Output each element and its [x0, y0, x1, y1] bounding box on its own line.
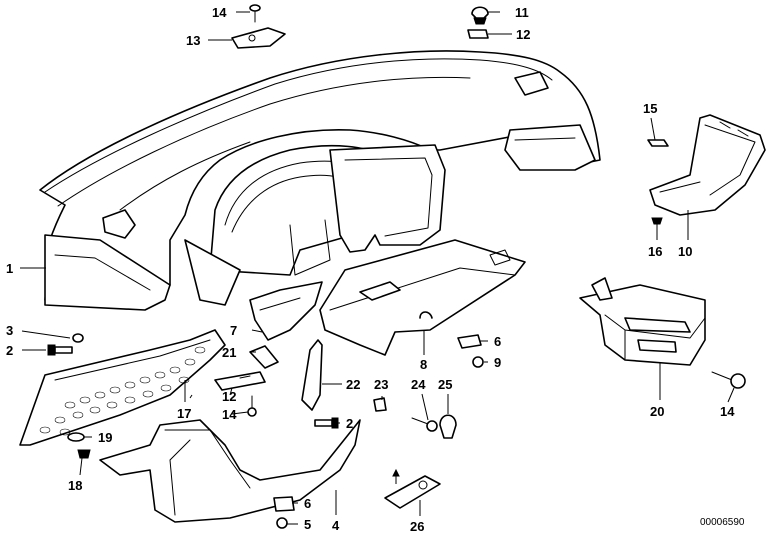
bracket-part-22 [301, 339, 323, 411]
callout-19: 19 [98, 430, 112, 445]
callout-11: 11 [515, 5, 529, 20]
callouts: 1 2 3 4 5 6 7 8 9 6 10 11 12 13 14 15 16… [6, 5, 745, 534]
callout-7: 7 [230, 323, 237, 338]
callout-24: 24 [411, 377, 426, 392]
knee-bolster-part-17 [19, 329, 226, 446]
callout-10: 10 [678, 244, 692, 259]
callout-26: 26 [410, 519, 424, 534]
screw-part-24 [411, 417, 438, 432]
callout-14-top: 14 [212, 5, 227, 20]
clip-part-19 [67, 432, 85, 442]
clip-nut-part-12-top [467, 29, 489, 39]
bracket-part-7 [249, 281, 323, 341]
dashboard-part-1 [39, 50, 601, 311]
screw-part-16 [651, 217, 663, 237]
callout-2-middle: 2 [346, 416, 353, 431]
callout-17: 17 [177, 406, 191, 421]
callout-6-bottom: 6 [304, 496, 311, 511]
callout-25: 25 [438, 377, 452, 392]
clip-part-6-bottom [273, 496, 295, 512]
callout-8: 8 [420, 357, 427, 372]
callout-12-middle: 12 [222, 389, 236, 404]
clip-part-15 [647, 139, 669, 147]
leader-lines [20, 11, 735, 525]
bolt-part-2-middle [314, 417, 339, 429]
clip-part-23 [373, 397, 387, 412]
callout-14-middle: 14 [222, 407, 237, 422]
callout-21: 21 [222, 345, 236, 360]
screw-part-5 [276, 517, 288, 529]
clip-part-6-right [457, 334, 482, 349]
nut-part-3 [72, 333, 84, 343]
callout-13: 13 [186, 33, 200, 48]
callout-4: 4 [332, 518, 340, 533]
callout-23: 23 [374, 377, 388, 392]
radio-bracket-part-20 [579, 277, 706, 366]
bracket-part-13 [231, 27, 286, 49]
callout-9: 9 [494, 355, 501, 370]
bolt-part-2-left [47, 344, 73, 356]
screw-part-14-middle [247, 395, 257, 417]
end-cap-part-10 [649, 114, 766, 216]
reference-number: 00006590 [700, 517, 745, 528]
callout-22: 22 [346, 377, 360, 392]
callout-14-right: 14 [720, 404, 735, 419]
callout-5: 5 [304, 517, 311, 532]
clip-part-11 [471, 6, 489, 25]
callout-15: 15 [643, 101, 657, 116]
callout-20: 20 [650, 404, 664, 419]
callout-1: 1 [6, 261, 13, 276]
cap-part-25 [439, 414, 457, 439]
nut-part-9 [472, 356, 484, 368]
callout-16: 16 [648, 244, 662, 259]
lower-trim-part-4 [99, 419, 361, 523]
screw-part-14-top [249, 4, 261, 23]
screw-part-14-right [711, 371, 746, 389]
callout-2-left: 2 [6, 343, 13, 358]
bracket-part-26 [384, 468, 441, 509]
callout-3: 3 [6, 323, 13, 338]
screw-part-18 [77, 449, 91, 459]
callout-18: 18 [68, 478, 82, 493]
clip-part-21 [249, 345, 279, 369]
clip-nut-part-12-middle [214, 371, 266, 391]
callout-12-top: 12 [516, 27, 530, 42]
callout-6-right: 6 [494, 334, 501, 349]
shelf-part-8 [319, 239, 526, 356]
